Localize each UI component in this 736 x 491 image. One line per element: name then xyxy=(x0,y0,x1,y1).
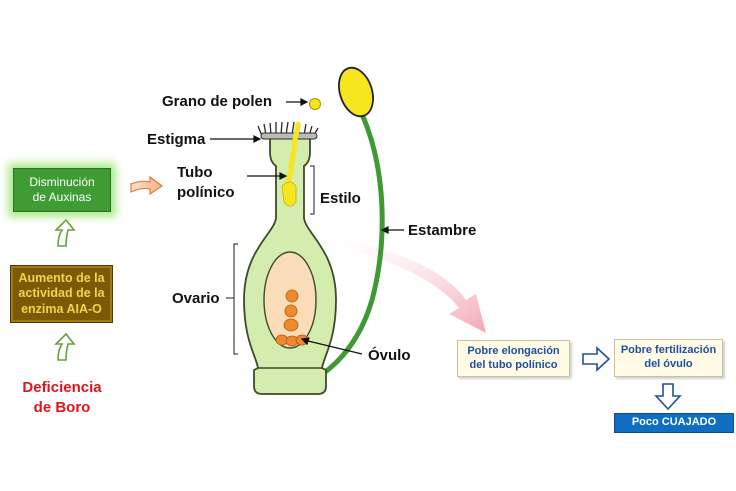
deficiencia-line1: Deficiencia xyxy=(22,379,102,396)
label-ovario: Ovario xyxy=(172,290,220,307)
up-arrow-icons xyxy=(54,218,76,361)
deficiencia-line2: de Boro xyxy=(33,399,91,417)
aumento-line3: enzima AIA-O xyxy=(21,301,102,316)
label-ovulo: Óvulo xyxy=(368,347,411,364)
orange-arrow-icon xyxy=(130,175,164,196)
box-aumento-actividad: Aumento de la actividad de la enzima AIA… xyxy=(10,265,113,323)
box-pobre-elongacion: Pobre elongación del tubo polínico xyxy=(457,340,570,377)
label-tubo-polinico: Tubo polínico xyxy=(177,163,235,202)
label-tubo-line1: Tubo xyxy=(177,164,213,181)
pollen-grain xyxy=(309,98,321,110)
down-arrow-icon xyxy=(654,383,682,411)
pobre-elongacion-line1: Pobre elongación xyxy=(467,344,560,357)
right-arrow-icon xyxy=(582,346,611,372)
label-tubo-line2: polínico xyxy=(177,183,235,201)
anther xyxy=(338,66,374,118)
aumento-line2: actividad de la xyxy=(18,286,105,301)
pobre-fertilizacion-line1: Pobre fertilización xyxy=(620,344,717,357)
disminucion-line2: de Auxinas xyxy=(32,190,92,204)
deficiencia-de-boro: Deficiencia de Boro xyxy=(8,378,116,419)
pobre-fertilizacion-line2: del óvulo xyxy=(644,358,693,370)
disminucion-line1: Disminución xyxy=(29,175,95,189)
label-grano-de-polen: Grano de polen xyxy=(162,93,273,110)
label-estambre: Estambre xyxy=(408,222,477,239)
aumento-line1: Aumento de la xyxy=(18,270,105,285)
pink-flow-arrow xyxy=(300,232,486,333)
stamen-filament xyxy=(303,107,385,387)
label-estilo: Estilo xyxy=(320,190,361,207)
box-disminucion-auxinas: Disminución de Auxinas xyxy=(13,168,111,212)
pobre-elongacion-line2: del tubo polínico xyxy=(469,358,558,371)
label-estigma: Estigma xyxy=(147,131,206,148)
box-pobre-fertilizacion: Pobre fertilización del óvulo xyxy=(614,339,723,377)
box-poco-cuajado: Poco CUAJADO xyxy=(614,413,734,433)
